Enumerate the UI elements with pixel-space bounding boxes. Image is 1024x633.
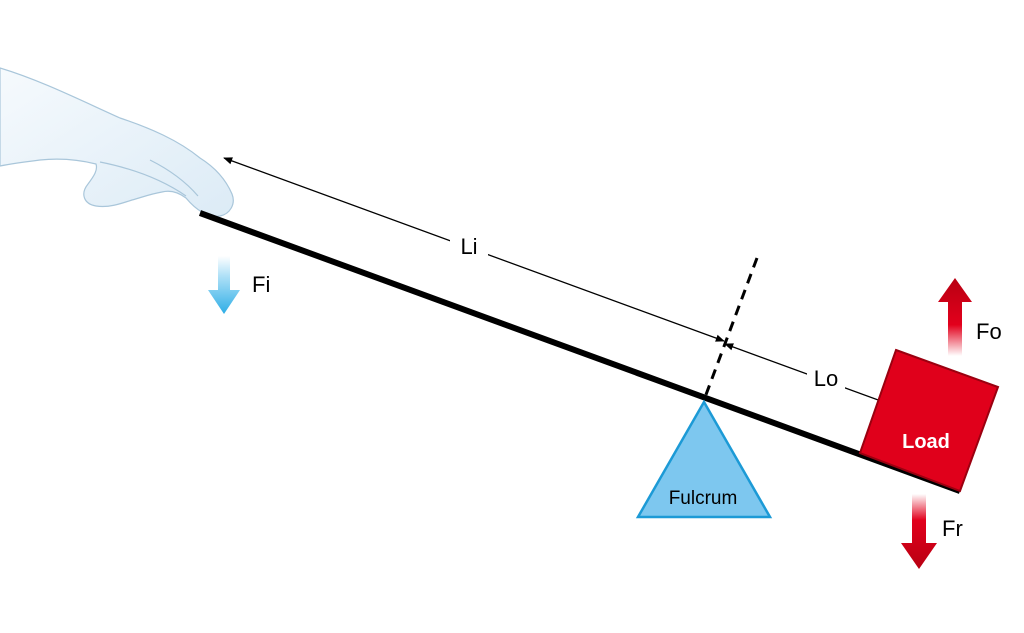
input-force-label: Fi <box>252 272 270 297</box>
input-force-arrow <box>208 256 240 314</box>
fulcrum-label: Fulcrum <box>669 488 738 509</box>
triangle-icon <box>635 399 773 519</box>
output-force-arrow <box>938 278 972 356</box>
reaction-force-arrow <box>901 494 937 569</box>
reaction-force-label: Fr <box>942 516 963 541</box>
lever-bar <box>198 210 962 494</box>
box-icon <box>858 348 1000 493</box>
output-force-label: Fo <box>976 319 1002 344</box>
hand-icon <box>0 67 234 217</box>
load-label: Load <box>902 431 950 453</box>
input-length-label: Li <box>460 234 477 259</box>
output-length-label: Lo <box>814 366 838 391</box>
fulcrum-axis-dashed <box>702 257 759 401</box>
